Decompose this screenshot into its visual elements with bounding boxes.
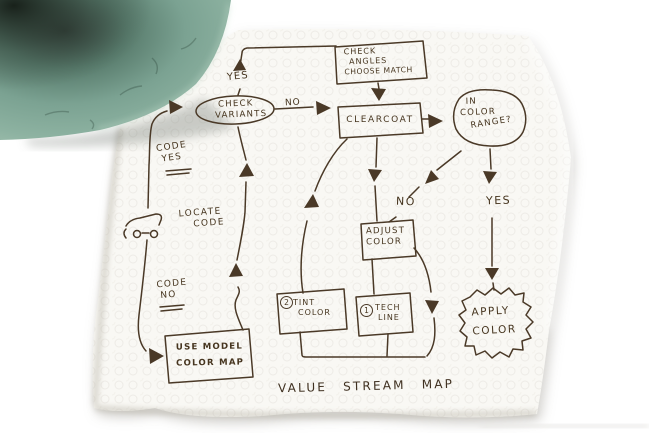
node-line: TINT xyxy=(293,298,316,307)
step-number-badge: 1 xyxy=(360,304,373,317)
node-line: USE MODEL xyxy=(175,341,244,353)
step-number-badge: 2 xyxy=(280,296,293,309)
apply-color-starburst xyxy=(458,287,534,359)
node-line: VARIANTS xyxy=(214,108,268,121)
node-line: COLOR xyxy=(298,308,331,317)
adjust-color-box xyxy=(360,219,417,261)
node-line: COLOR xyxy=(472,323,517,338)
arrow-down-curve xyxy=(425,300,439,314)
node-line: COLOR xyxy=(366,236,403,248)
label-code-yes: CODE YES xyxy=(156,140,190,167)
check-variants-oval xyxy=(195,95,275,125)
node-line: COLOR MAP xyxy=(176,357,245,369)
arrow-up-mid2 xyxy=(239,163,254,177)
arrow-right-usemodel xyxy=(149,348,164,364)
edge-codeno-down xyxy=(137,239,148,352)
node-line: TECH xyxy=(375,303,401,312)
arrow-right-variants xyxy=(169,100,183,114)
edge-label: NO xyxy=(160,289,178,302)
edge-adjust-tech xyxy=(371,258,375,295)
label-range-no: NO xyxy=(395,194,417,209)
edge-variants-no-right xyxy=(274,106,314,110)
node-adjust-color-label: ADJUST COLOR xyxy=(366,226,414,248)
node-tint-color: 2 TINT COLOR xyxy=(277,291,346,333)
edge-range-yes xyxy=(489,148,495,291)
clearcoat-box xyxy=(337,102,424,139)
arrow-right-no xyxy=(316,101,331,115)
edge-tint-clearcoat xyxy=(300,138,348,294)
arrow-down-angles xyxy=(371,88,386,101)
label-variants-no: NO xyxy=(284,97,302,109)
label-range-yes: YES xyxy=(485,193,512,208)
edge-range-no xyxy=(388,150,462,223)
arrow-down-yes xyxy=(483,171,497,184)
underline-code-yes xyxy=(165,168,192,176)
node-outlines xyxy=(164,40,534,384)
edge-codeyes-up xyxy=(147,110,168,209)
teal-glass-object xyxy=(0,0,235,147)
edge-clearcoat-adjust xyxy=(374,137,378,222)
edge-variants-yes-up xyxy=(237,45,337,96)
check-angles-box xyxy=(334,40,428,85)
arrow-downleft-no xyxy=(425,170,439,184)
label-code-no: CODE NO xyxy=(156,278,189,303)
flowchart-ink xyxy=(123,40,534,384)
tint-color-box xyxy=(276,288,348,335)
node-tech-line: 1 TECH LINE xyxy=(356,295,413,336)
label-variants-yes: YES xyxy=(226,69,250,84)
node-in-color-range-label: IN COLOR RANGE? xyxy=(459,95,524,132)
arrow-up-yes xyxy=(233,59,246,71)
underline-code-no xyxy=(159,304,185,312)
node-clearcoat-label: CLEARCOAT xyxy=(340,108,420,134)
node-check-variants-label: CHECK VARIANTS xyxy=(198,94,273,127)
arrow-right-range xyxy=(428,114,443,128)
tech-line-box xyxy=(355,292,414,337)
node-check-angles-label: CHECK ANGLES CHOOSE MATCH xyxy=(344,45,425,77)
arrow-down-apply xyxy=(485,268,499,280)
arrow-up-mid1 xyxy=(229,263,243,277)
node-line: ADJUST xyxy=(365,225,406,237)
edge-usemodel-up xyxy=(234,126,247,331)
use-model-box xyxy=(164,328,254,384)
edge-adjust-curve xyxy=(413,247,436,357)
in-color-range-blob xyxy=(452,88,527,147)
node-line: CLEARCOAT xyxy=(346,115,414,126)
faint-reflection-marks xyxy=(44,37,197,130)
arrow-up-tint xyxy=(304,194,319,208)
arrow-down-adjust xyxy=(368,169,382,182)
arrowheads xyxy=(149,59,499,364)
edge-bottom-rail xyxy=(299,331,426,358)
node-use-model-label: USE MODEL COLOR MAP xyxy=(176,338,251,372)
flow-connectors xyxy=(137,45,495,358)
node-apply-color-label: APPLY COLOR xyxy=(471,301,531,342)
car-doodle-icon xyxy=(123,213,163,239)
node-line: LINE xyxy=(378,313,400,322)
edge-angles-down xyxy=(377,82,380,90)
